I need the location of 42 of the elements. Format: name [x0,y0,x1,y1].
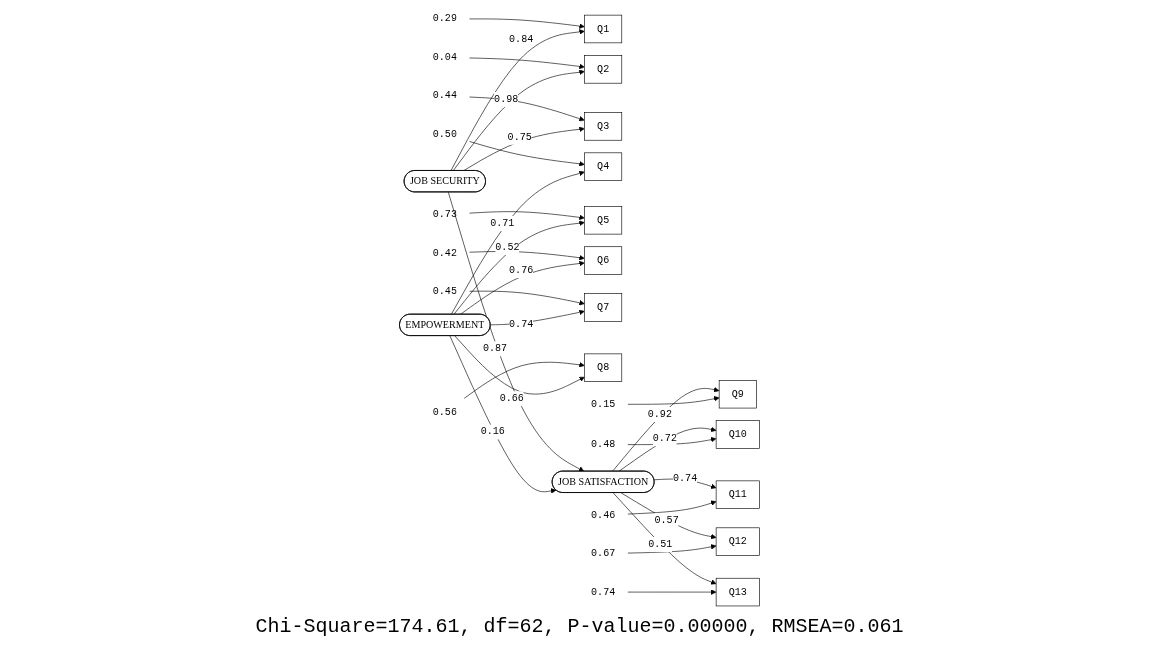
node-text: 0.73 [432,208,457,221]
edge-label: 0.76 [509,265,534,277]
node-box: Q4 [584,152,623,181]
edge-label: 0.16 [480,426,505,438]
node-text: 0.29 [432,13,457,25]
edge-label: 0.74 [673,472,698,484]
edge-label: 0.71 [490,217,515,230]
node-box: Q10 [715,420,760,449]
node-box: Q5 [584,206,623,235]
node-box: Q11 [715,480,760,509]
node-box: Q9 [718,380,757,409]
node-text: 0.15 [591,398,616,410]
node-text: 0.67 [591,547,616,560]
node-text: 0.46 [591,509,616,521]
node-text: 0.44 [432,90,457,102]
edge-label: 0.92 [647,408,672,421]
edge-label: 0.98 [494,93,519,106]
edge-label: 0.87 [482,343,508,355]
node-text: 0.45 [432,285,457,298]
node-box: Q12 [715,527,760,556]
node-box: Q7 [584,293,623,322]
edge-label: 0.74 [509,318,534,330]
edge-label: 0.84 [509,33,534,45]
node-text: 0.50 [432,128,457,140]
node-box: Q1 [584,14,623,44]
node-text: 0.48 [591,438,616,451]
edge-label: 0.66 [499,393,524,405]
edge-label: 0.57 [654,514,679,527]
fit-statistics-caption: Chi-Square=174.61, df=62, P-value=0.00000, RMSEA=0.061 [255,615,904,638]
edge-label: 0.72 [652,433,677,445]
node-box: Q6 [584,246,623,275]
edge-label: 0.51 [648,538,673,551]
node-text: 0.04 [432,51,457,64]
node-text: 0.42 [432,247,457,259]
node-box: Q8 [584,353,623,382]
node-box: Q3 [584,112,623,141]
edge-label: 0.52 [495,241,520,254]
node-box: Q2 [584,55,623,84]
node-text: 0.56 [432,406,457,418]
node-text: 0.74 [591,586,616,598]
edge-label: 0.75 [507,131,532,143]
node-box: Q13 [715,577,760,607]
